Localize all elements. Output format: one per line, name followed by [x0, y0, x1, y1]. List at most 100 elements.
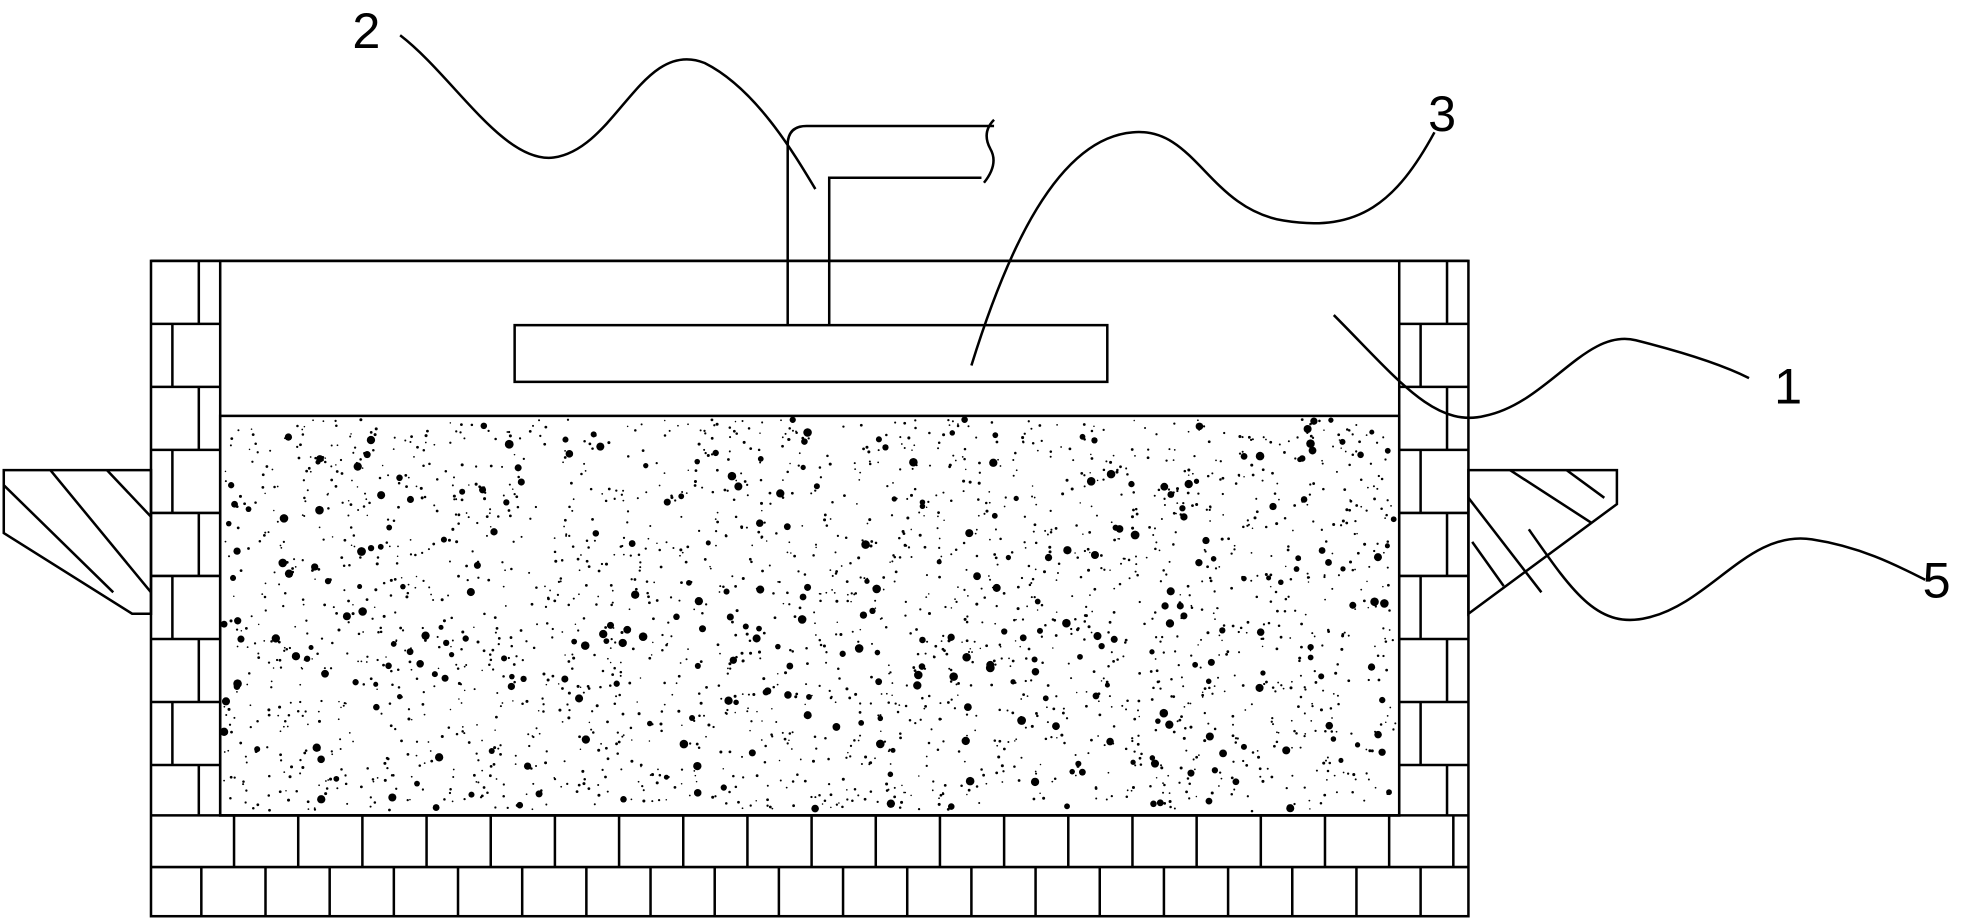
speckle — [245, 627, 248, 630]
speckle — [1368, 679, 1370, 681]
speckle — [234, 617, 241, 624]
speckle — [558, 683, 560, 685]
speckle — [686, 492, 688, 494]
speckle — [727, 672, 729, 674]
speckle — [1147, 449, 1149, 451]
speckle — [955, 460, 957, 462]
speckle — [1250, 464, 1253, 467]
speckle — [380, 627, 383, 630]
speckle — [1293, 730, 1296, 733]
speckle — [1001, 628, 1007, 634]
speckle — [566, 450, 574, 458]
speckle — [333, 606, 335, 608]
speckle — [918, 775, 920, 777]
speckle — [812, 554, 815, 557]
speckle — [1279, 443, 1281, 445]
speckle — [944, 606, 946, 608]
speckle — [1375, 787, 1377, 789]
speckle — [1212, 767, 1218, 773]
speckle — [1385, 543, 1390, 548]
distribution-plate — [515, 325, 1108, 382]
speckle — [1252, 438, 1254, 440]
speckle — [882, 576, 885, 579]
speckle — [1257, 628, 1265, 636]
speckle — [288, 714, 291, 717]
speckle — [265, 609, 267, 611]
speckle — [1230, 553, 1232, 555]
speckle — [251, 461, 253, 463]
speckle — [1137, 735, 1139, 737]
speckle — [1322, 463, 1324, 465]
speckle — [1263, 436, 1265, 438]
speckle — [749, 447, 752, 450]
speckle — [387, 474, 389, 476]
speckle — [1211, 556, 1217, 562]
speckle — [407, 717, 410, 720]
speckle — [303, 604, 305, 606]
speckle — [304, 426, 306, 428]
speckle — [1366, 581, 1368, 583]
speckle — [698, 443, 701, 446]
speckle — [629, 540, 636, 547]
speckle — [301, 766, 304, 769]
speckle — [966, 621, 969, 624]
speckle — [800, 594, 807, 601]
speckle — [1169, 800, 1172, 803]
speckle — [919, 534, 922, 537]
speckle — [1088, 625, 1091, 628]
speckle — [926, 641, 928, 643]
speckle — [1098, 713, 1101, 716]
speckle — [354, 447, 356, 449]
speckle — [830, 793, 833, 796]
speckle — [988, 575, 990, 577]
speckle — [1354, 569, 1356, 571]
speckle — [786, 471, 789, 474]
speckle — [862, 448, 865, 451]
speckle — [1089, 552, 1091, 554]
speckle — [615, 742, 618, 745]
speckle — [775, 532, 778, 535]
speckle — [601, 493, 603, 495]
speckle — [845, 687, 848, 690]
speckle — [1126, 699, 1129, 702]
speckle — [251, 615, 253, 617]
speckle — [1132, 786, 1135, 789]
speckle — [1385, 640, 1388, 643]
speckle — [1156, 777, 1158, 779]
speckle — [680, 662, 682, 664]
speckle — [627, 510, 629, 512]
speckle — [663, 682, 666, 685]
speckle — [1316, 770, 1318, 772]
speckle — [1082, 533, 1084, 535]
speckle — [850, 601, 852, 603]
speckle — [830, 518, 832, 520]
speckle — [711, 453, 713, 455]
speckle — [483, 613, 486, 616]
speckle — [759, 657, 761, 659]
speckle — [705, 736, 707, 738]
speckle — [716, 469, 719, 472]
speckle — [1077, 654, 1083, 660]
speckle — [515, 655, 517, 657]
speckle — [295, 654, 297, 656]
speckle — [1103, 677, 1105, 679]
speckle — [1356, 533, 1358, 535]
speckle — [236, 628, 238, 630]
speckle — [1320, 708, 1323, 711]
speckle — [831, 501, 834, 504]
speckle — [1347, 679, 1350, 682]
speckle — [729, 667, 731, 669]
speckle — [1066, 717, 1068, 719]
speckle — [461, 702, 463, 704]
speckle — [643, 463, 648, 468]
speckle — [424, 639, 427, 642]
speckle — [1283, 451, 1286, 454]
speckle — [1180, 594, 1182, 596]
speckle — [1151, 698, 1154, 701]
speckle — [851, 800, 854, 803]
speckle — [819, 685, 821, 687]
speckle — [1232, 734, 1235, 737]
speckle — [983, 596, 986, 599]
speckle — [338, 718, 340, 720]
speckle — [382, 664, 385, 667]
